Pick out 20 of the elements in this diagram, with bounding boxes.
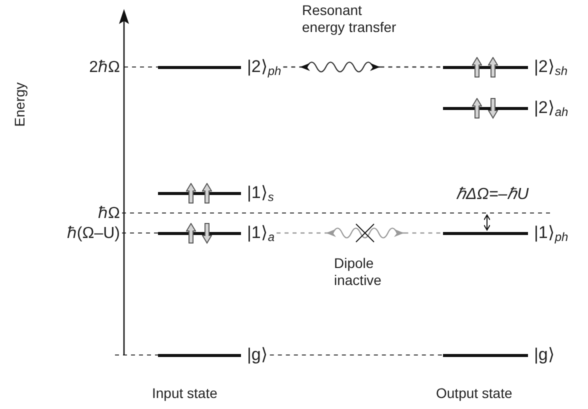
tick-label: ℏΩ [97,204,120,224]
column-label: Input state [152,384,218,403]
column-label: Output state [436,384,512,403]
tick-label: 2ℏΩ [88,58,120,78]
state-label: |2⟩$_{sh}$ [534,57,568,77]
state-label: |g⟩ [534,345,555,365]
edge-label: Resonant energy transfer [302,2,398,36]
tick-label: ℏ(Ω–U) [66,224,120,244]
state-label: |1⟩$_{a}$ [247,223,275,243]
state-label: |2⟩$_{ph}$ [247,57,282,77]
edge-label: Dipole inactive [334,255,382,289]
wavy-arrow [276,228,443,238]
dashed-line [269,354,444,356]
wavy-arrow [283,62,443,72]
state-label: |1⟩$_{s}$ [247,183,274,203]
equation-label: ℏΔΩ=–ℏU [456,185,530,205]
axis-label: Energy [10,81,28,129]
state-label: |g⟩ [247,345,268,365]
state-label: |1⟩$_{ph}$ [534,223,568,243]
state-label: |2⟩$_{ah}$ [534,98,568,118]
